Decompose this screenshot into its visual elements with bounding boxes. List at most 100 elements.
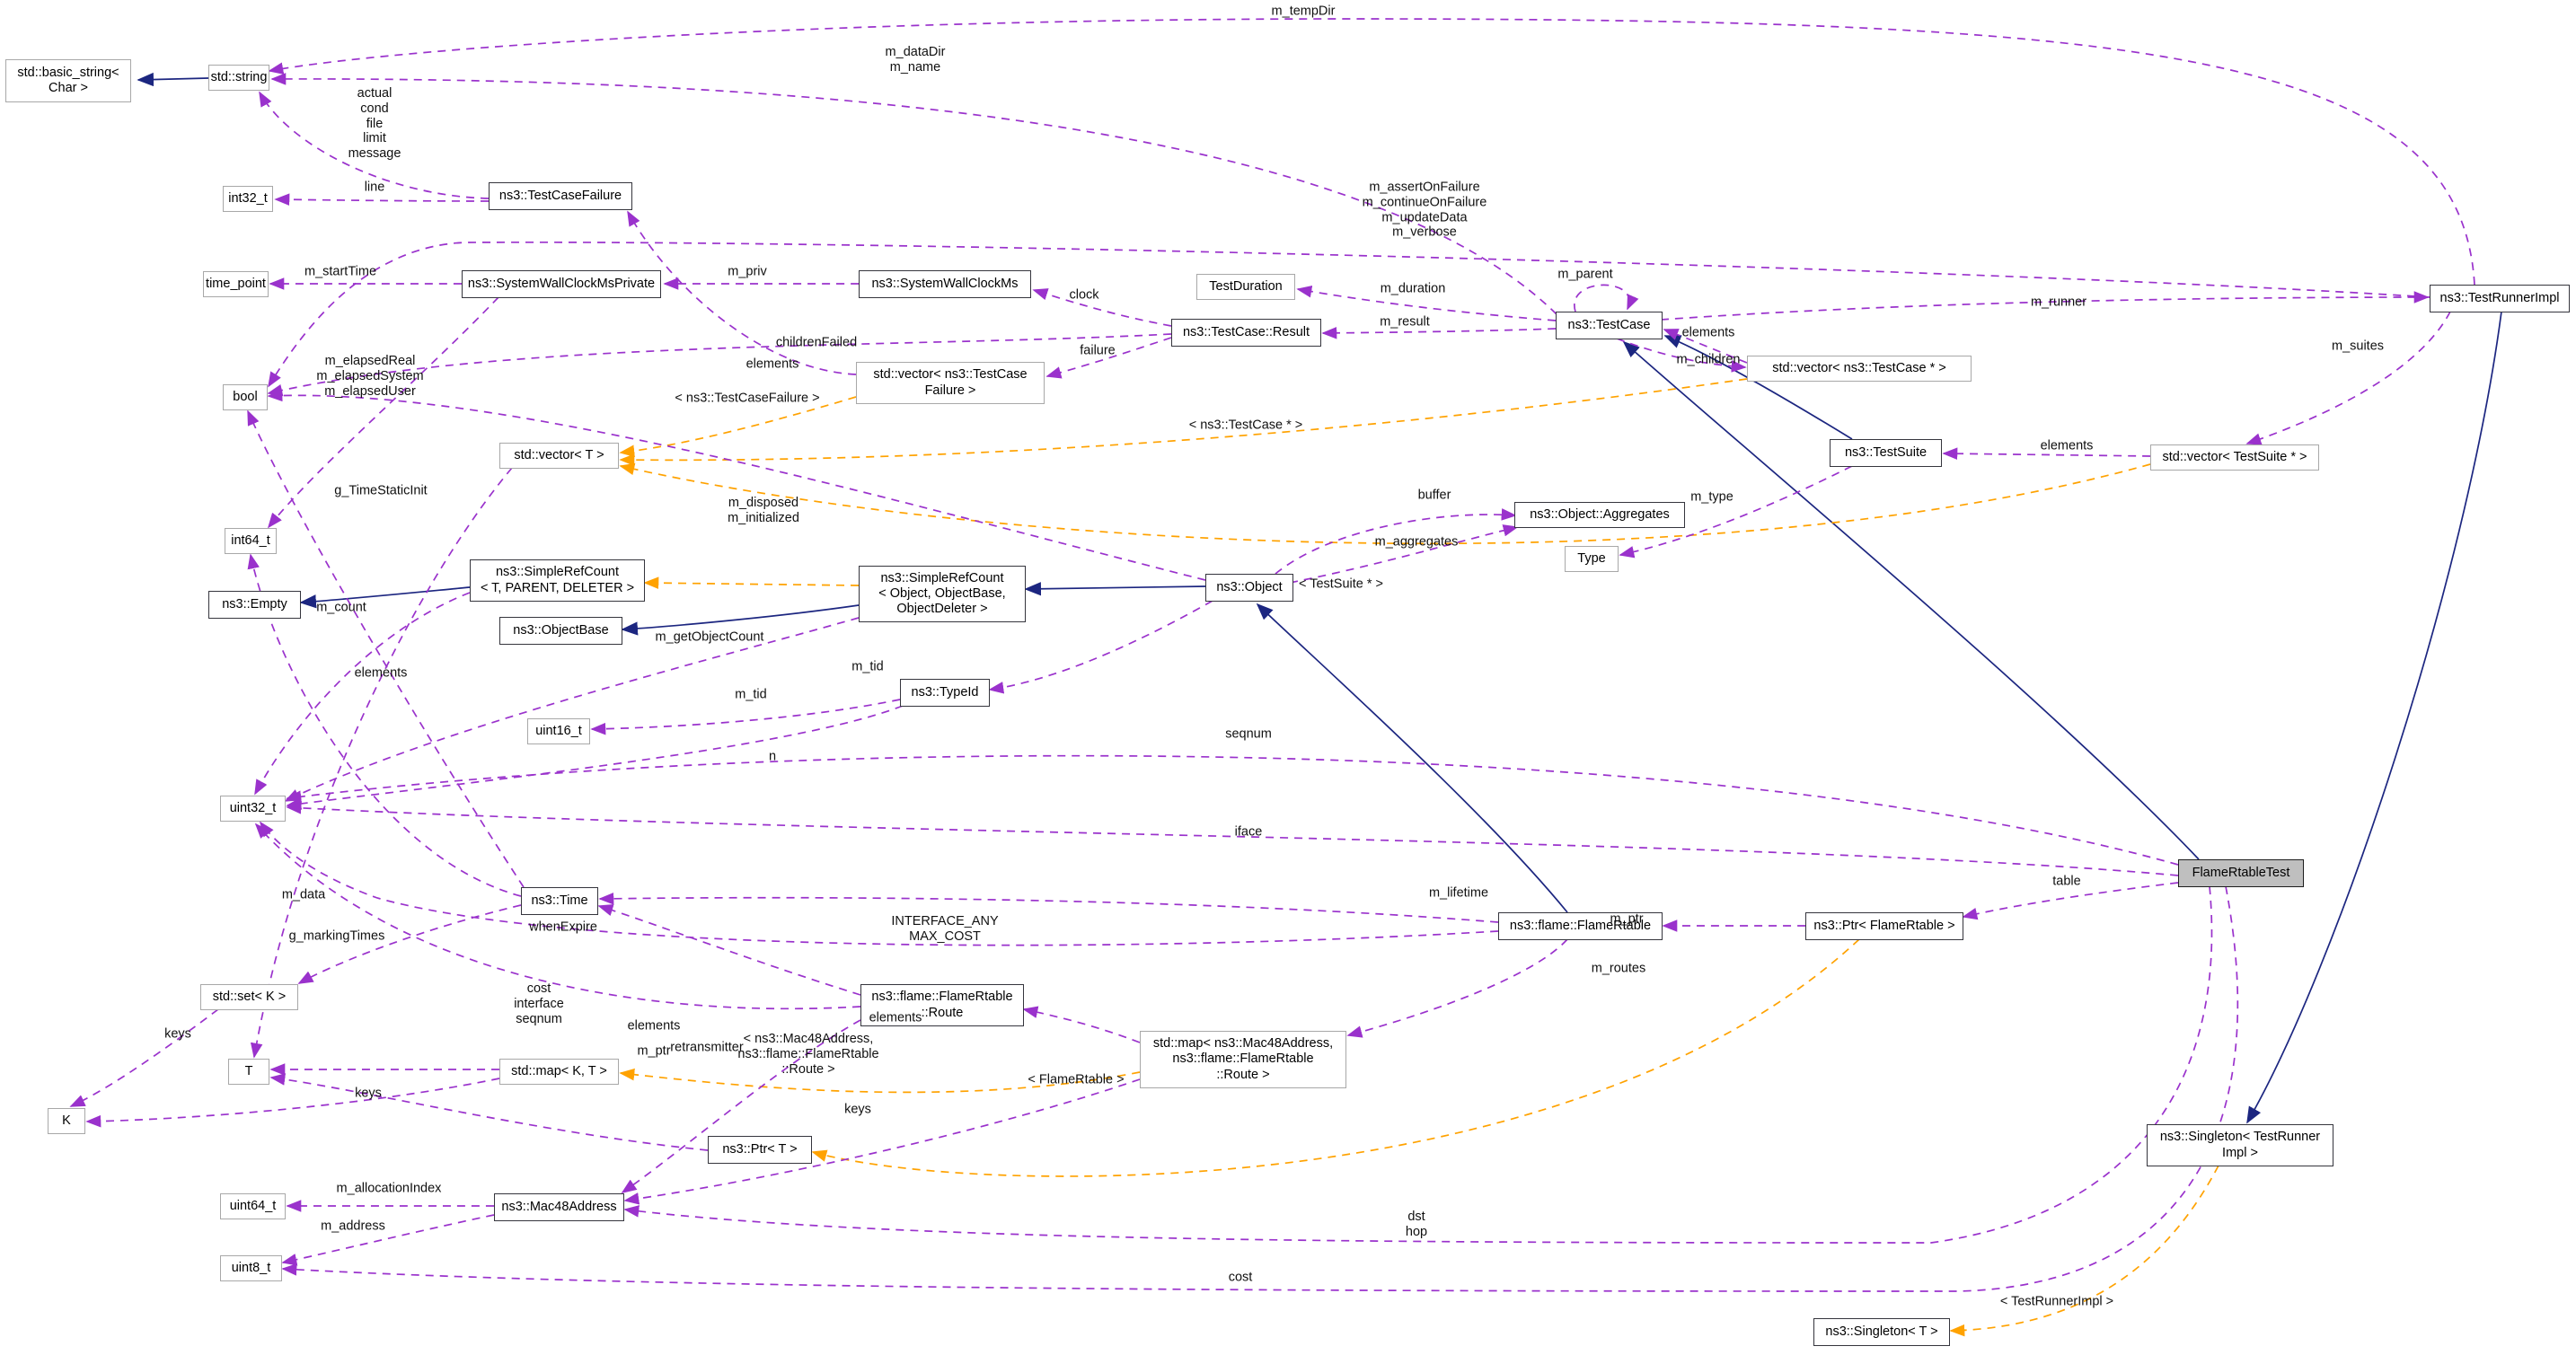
edge-label-m-tid-object: m_tid	[851, 659, 884, 674]
edge-label-line: line	[364, 180, 385, 195]
edge-label-m-datadir-m-name: m_dataDir m_name	[885, 45, 946, 75]
node-typeid[interactable]: ns3::TypeId	[900, 679, 990, 707]
node-testrunnerimpl[interactable]: ns3::TestRunnerImpl	[2430, 285, 2570, 312]
edge-label-m-allocationindex: m_allocationIndex	[336, 1181, 442, 1196]
edge-gmarkingtimes	[297, 904, 522, 984]
edge-label-whenexpire: whenExpire	[529, 919, 597, 935]
node-t: T	[228, 1059, 269, 1085]
node-testcase-result[interactable]: ns3::TestCase::Result	[1171, 319, 1321, 347]
node-k: K	[48, 1108, 85, 1134]
tmpl-singletontri-singletont	[1949, 1165, 2219, 1337]
edge-msuites	[2245, 311, 2451, 445]
tmpl-vectsptr-vect	[619, 462, 2151, 545]
node-std-string: std::string	[208, 65, 269, 91]
node-flamertable-route[interactable]: ns3::flame::FlameRtable ::Route	[860, 984, 1024, 1026]
node-std-basic-string: std::basic_string< Char >	[5, 59, 131, 102]
node-systemwallclockms[interactable]: ns3::SystemWallClockMs	[859, 270, 1031, 298]
inherit-flamertable-object	[1256, 603, 1568, 913]
edge-label-failure: failure	[1080, 343, 1116, 358]
node-vector-t: std::vector< T >	[499, 443, 619, 469]
edge-label-interface-any-max-cost: INTERFACE_ANY MAX_COST	[891, 914, 999, 944]
edge-cost-interface-seqnum	[254, 823, 861, 1010]
edge-label-m-parent: m_parent	[1557, 267, 1613, 282]
edge-label-m-address: m_address	[321, 1219, 385, 1234]
node-simplerefcount-object[interactable]: ns3::SimpleRefCount < Object, ObjectBase…	[859, 566, 1026, 622]
edge-mtid-typeid-uint16	[590, 699, 901, 735]
edge-label-tmpl-mac48-route: < ns3::Mac48Address, ns3::flame::FlameRt…	[737, 1031, 879, 1077]
edge-label-n: n	[768, 749, 777, 764]
edge-seqnum	[286, 754, 2179, 866]
edge-label-clock: clock	[1069, 287, 1099, 303]
edge-label-actual-cond-file-limit-message: actual cond file limit message	[348, 85, 401, 162]
edge-iface	[286, 802, 2179, 876]
node-vector-testcasefailure: std::vector< ns3::TestCase Failure >	[856, 362, 1045, 404]
edge-label-elements-testsuite: elements	[2040, 438, 2094, 453]
edge-mchildren	[1616, 338, 1747, 373]
node-singleton-testrunnerimpl[interactable]: ns3::Singleton< TestRunner Impl >	[2147, 1124, 2333, 1166]
edge-mptr-ptrt-t	[269, 1073, 709, 1151]
edge-label-retransmitter: retransmitter	[670, 1040, 744, 1055]
node-vector-testcase-ptr: std::vector< ns3::TestCase * >	[1747, 356, 1972, 382]
edge-label-elements-vect: elements	[354, 665, 408, 681]
edge-label-m-elapsed: m_elapsedReal m_elapsedSystem m_elapsedU…	[316, 353, 424, 399]
edge-mresult	[1321, 327, 1557, 339]
node-testduration: TestDuration	[1196, 274, 1295, 300]
node-testcase[interactable]: ns3::TestCase	[1556, 312, 1663, 339]
tmpl-vectcf-vect	[619, 396, 857, 458]
node-object-aggregates[interactable]: ns3::Object::Aggregates	[1514, 502, 1685, 528]
edge-label-buffer: buffer	[1417, 488, 1451, 503]
edge-label-keys-mapmac: keys	[844, 1102, 871, 1117]
edge-elements-testsuite	[1942, 447, 2151, 460]
edge-label-keys-setk: keys	[164, 1026, 191, 1042]
node-objectbase[interactable]: ns3::ObjectBase	[499, 617, 622, 645]
node-mac48address[interactable]: ns3::Mac48Address	[494, 1193, 624, 1221]
edge-label-dst-hop: dst hop	[1405, 1210, 1428, 1239]
node-simplerefcount-t[interactable]: ns3::SimpleRefCount < T, PARENT, DELETER…	[470, 559, 645, 602]
node-uint8-t: uint8_t	[220, 1255, 282, 1281]
node-flamertabletest: FlameRtableTest	[2178, 859, 2304, 887]
node-singleton-t[interactable]: ns3::Singleton< T >	[1813, 1318, 1950, 1346]
edge-cost-uint8	[281, 885, 2239, 1292]
node-object[interactable]: ns3::Object	[1205, 574, 1293, 602]
edge-mcount	[254, 592, 471, 796]
node-systemwallclockmsprivate[interactable]: ns3::SystemWallClockMsPrivate	[462, 270, 661, 298]
edge-label-m-duration: m_duration	[1380, 281, 1446, 296]
edge-label-tmpl-testcasefailure: < ns3::TestCaseFailure >	[675, 391, 820, 406]
edge-label-elements-testcase: elements	[1681, 325, 1735, 340]
edge-actual-cond-file	[259, 91, 490, 199]
edge-label-m-children: m_children	[1676, 352, 1741, 367]
edge-elements-tcf	[627, 210, 857, 375]
node-testcasefailure[interactable]: ns3::TestCaseFailure	[489, 182, 632, 210]
node-time-point: time_point	[203, 271, 269, 297]
node-time[interactable]: ns3::Time	[521, 887, 598, 915]
edge-label-m-count: m_count	[316, 600, 366, 615]
node-uint16-t: uint16_t	[527, 718, 590, 744]
node-flamertable[interactable]: ns3::flame::FlameRtable	[1498, 912, 1663, 940]
node-bool: bool	[223, 384, 268, 410]
edge-keys-mapkt-k	[85, 1078, 500, 1128]
tmpl-mapmac-mapkt	[619, 1068, 1141, 1094]
inherit-testsuite-testcase	[1663, 335, 1853, 440]
node-testsuite[interactable]: ns3::TestSuite	[1830, 439, 1942, 467]
edge-label-tmpl-flamertable: < FlameRtable >	[1028, 1072, 1125, 1087]
edge-label-m-priv: m_priv	[728, 264, 767, 279]
node-ptr-t[interactable]: ns3::Ptr< T >	[708, 1136, 812, 1164]
edge-retransmitter	[621, 1019, 861, 1193]
edge-table	[1962, 882, 2179, 920]
edge-gtimestaticinit	[247, 409, 525, 888]
edge-label-m-lifetime: m_lifetime	[1428, 885, 1489, 901]
edge-label-m-aggregates: m_aggregates	[1374, 534, 1459, 550]
node-empty[interactable]: ns3::Empty	[208, 591, 301, 619]
edge-failure	[1045, 337, 1172, 379]
edge-label-table: table	[2052, 874, 2081, 889]
edge-mlifetime	[598, 892, 1499, 923]
edge-mgetobjectcount	[284, 617, 860, 802]
edge-label-elements-tcf: elements	[745, 356, 799, 372]
node-ptr-flamertable[interactable]: ns3::Ptr< FlameRtable >	[1805, 912, 1963, 940]
inherit-testrunnerimpl-singleton	[2246, 311, 2502, 1124]
edge-keys-setk-k	[69, 1008, 219, 1107]
edge-label-m-getobjectcount: m_getObjectCount	[655, 629, 764, 645]
edge-label-m-runner: m_runner	[2030, 295, 2087, 310]
edge-label-tmpl-testcase-ptr: < ns3::TestCase * >	[1188, 418, 1303, 433]
inherit-string-basicstring	[137, 72, 209, 87]
